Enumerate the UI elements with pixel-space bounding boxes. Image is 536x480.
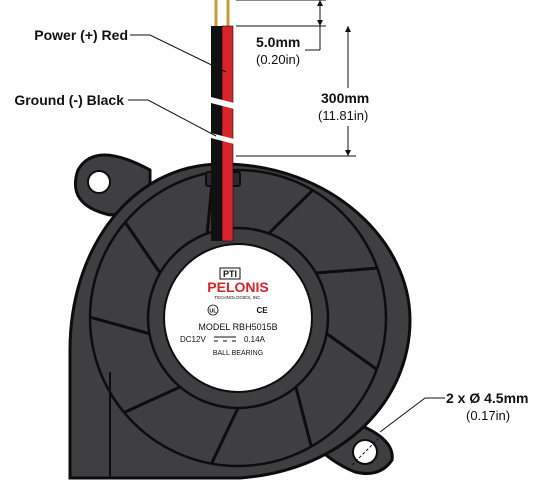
- dimension-arrows: [317, 0, 351, 156]
- strip-length-mm: 5.0mm: [256, 34, 300, 50]
- lead-arrow-up: [345, 26, 351, 32]
- brand-mark: PTI: [223, 269, 237, 279]
- brand-mark-box: [219, 267, 241, 280]
- voltage-rating: DC12V: [180, 335, 206, 344]
- impeller-spoke: [210, 407, 240, 465]
- wire-black: [211, 26, 222, 241]
- bearing-type: BALL BEARING: [213, 350, 263, 357]
- power-wire-leader: [130, 34, 227, 73]
- ul-mark-icon: UL: [207, 304, 219, 316]
- hole-diameter-line: [351, 438, 379, 466]
- power-wire-label: Power (+) Red: [34, 27, 128, 43]
- brand-name: PELONIS: [207, 279, 268, 295]
- impeller-spoke: [325, 332, 378, 371]
- lead-length-mm: 300mm: [321, 90, 369, 106]
- dc-symbol-icon: [214, 336, 236, 342]
- lead-wires: [207, 0, 238, 242]
- hole-diameter-mm: 2 x Ø 4.5mm: [446, 390, 529, 406]
- model-number: MODEL RBH5015B: [198, 322, 277, 332]
- brand-subtitle: TECHNOLOGIES, INC.: [214, 295, 261, 300]
- svg-text:UL: UL: [209, 309, 217, 315]
- impeller-spoke: [315, 266, 378, 275]
- impeller-spoke: [123, 385, 181, 414]
- hole-diameter-in: (0.17in): [466, 408, 510, 423]
- wire-break-1: [207, 96, 238, 110]
- impeller-spoke: [294, 386, 313, 447]
- strip-arrow-down: [317, 20, 323, 26]
- ground-wire-label: Ground (-) Black: [14, 92, 124, 108]
- ce-mark-icon: CE: [256, 306, 268, 315]
- impeller-spoke: [123, 221, 162, 274]
- lead-arrow-down: [345, 150, 351, 156]
- mounting-hole-top-left: [87, 170, 111, 194]
- impeller-spokes: [89, 171, 378, 465]
- hub-label-disc: [163, 243, 313, 393]
- wire-red: [221, 25, 234, 242]
- strip-arrow-up: [317, 0, 323, 6]
- hole-callout-leader: [379, 397, 445, 433]
- callouts: [128, 0, 445, 466]
- ground-wire-leader: [128, 99, 217, 137]
- impeller-spoke: [89, 315, 150, 336]
- current-rating: 0.14A: [244, 335, 266, 344]
- strip-length-in: (0.20in): [256, 52, 300, 67]
- lead-length-in: (11.81in): [318, 108, 368, 123]
- impeller-spoke: [267, 189, 314, 235]
- hub-label: PTI PELONIS TECHNOLOGIES, INC. UL CE MOD…: [163, 243, 313, 393]
- svg-text:CE: CE: [256, 306, 268, 315]
